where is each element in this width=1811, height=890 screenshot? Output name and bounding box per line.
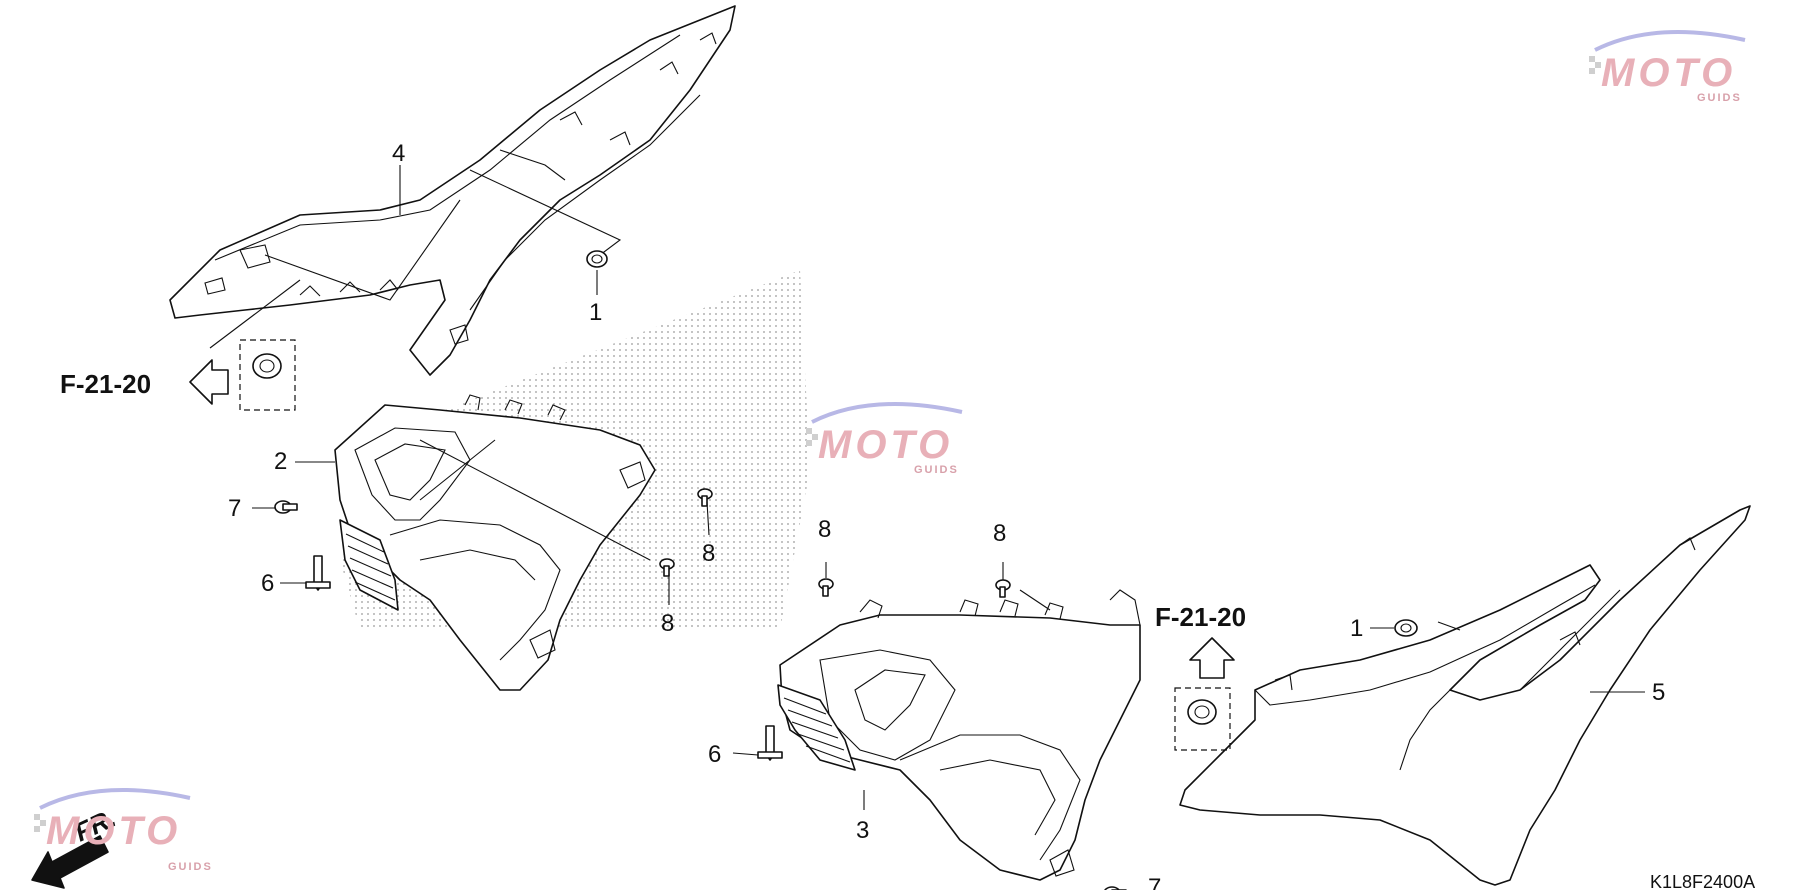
part-2-side-cover xyxy=(334,394,656,691)
screw-8c xyxy=(818,578,834,597)
part-3-side-cover xyxy=(777,589,1141,881)
callout-2: 2 xyxy=(274,448,287,475)
part-4-cowl xyxy=(169,5,736,376)
callout-8-mid: 8 xyxy=(818,516,831,543)
watermark-subtext: GUIDS xyxy=(914,464,959,476)
callout-7-left: 7 xyxy=(228,495,241,522)
screw-8a xyxy=(697,488,713,507)
leader-lines xyxy=(252,165,1645,810)
watermark-logo-center: MOTO GUIDS xyxy=(806,402,963,476)
watermark-subtext: GUIDS xyxy=(1697,92,1742,104)
watermark-text: MOTO xyxy=(46,809,181,853)
callout-1-right: 1 xyxy=(1350,615,1363,642)
ref-arrow-right xyxy=(1189,637,1235,679)
watermark-logo-top-right: MOTO GUIDS xyxy=(1589,30,1746,104)
callout-4: 4 xyxy=(392,140,405,167)
diagram-code: K1L8F2400A xyxy=(1650,872,1755,890)
reference-label-left: F-21-20 xyxy=(60,369,151,399)
ref-arrow-left xyxy=(189,359,229,405)
watermark-text: MOTO xyxy=(818,423,953,467)
clip-6b xyxy=(757,725,783,761)
screw-7b xyxy=(1104,886,1127,890)
callout-7-right: 7 xyxy=(1148,874,1161,890)
grommet-1-right xyxy=(1394,619,1418,637)
watermark-text: MOTO xyxy=(1601,51,1736,95)
callout-8-upper-left: 8 xyxy=(702,540,715,567)
ref-box-left xyxy=(239,339,296,411)
watermark-logo-bottom-left: MOTO GUIDS xyxy=(34,788,213,873)
callout-3: 3 xyxy=(856,817,869,844)
callout-6-left: 6 xyxy=(261,570,274,597)
screw-8b xyxy=(659,558,675,577)
watermark-subtext: GUIDS xyxy=(168,861,213,873)
callout-5: 5 xyxy=(1652,679,1665,706)
callout-8-lower-left: 8 xyxy=(661,610,674,637)
callout-8-right: 8 xyxy=(993,520,1006,547)
clip-6a xyxy=(305,555,331,591)
screw-7a xyxy=(274,500,298,514)
reference-label-right: F-21-20 xyxy=(1155,602,1246,632)
part-5-cowl xyxy=(1179,505,1751,886)
grommet-1-top xyxy=(586,250,608,268)
callout-6-right: 6 xyxy=(708,741,721,768)
ref-box-right xyxy=(1174,687,1231,751)
callout-1-top: 1 xyxy=(589,299,602,326)
screw-8d xyxy=(995,579,1011,598)
